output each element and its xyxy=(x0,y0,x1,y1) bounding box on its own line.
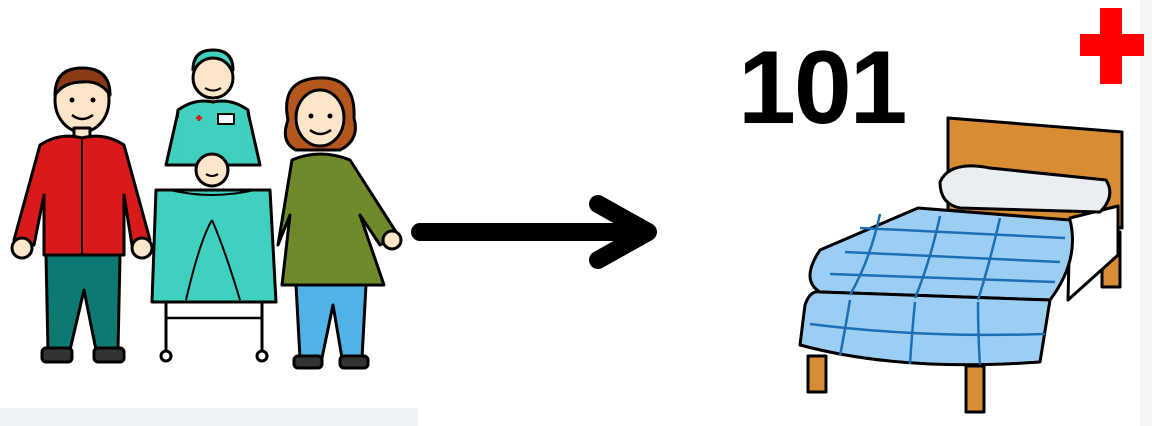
red-cross-icon xyxy=(1080,8,1144,84)
hospital-bed-icon xyxy=(800,118,1122,412)
nurse-with-stretcher xyxy=(152,50,276,361)
mother-figure xyxy=(278,78,401,368)
father-figure xyxy=(12,68,152,362)
room-number: 101 xyxy=(738,36,906,140)
arrow-right-icon xyxy=(420,204,648,260)
newborn-baby xyxy=(196,154,228,186)
